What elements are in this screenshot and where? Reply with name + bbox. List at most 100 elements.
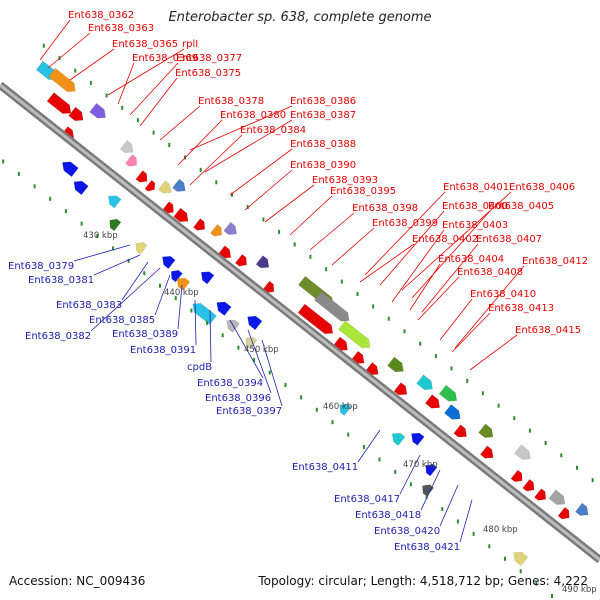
tick-dot-inner-750 bbox=[551, 594, 553, 598]
gene-label-forward: Ent638_0398 bbox=[352, 203, 418, 214]
leader-line-fwd bbox=[391, 229, 445, 303]
gene-label-forward: Ent638_0363 bbox=[88, 23, 154, 34]
tick-dot-outer-310 bbox=[278, 229, 281, 234]
gene-label-reverse: Ent638_0396 bbox=[205, 393, 271, 404]
gene-feature-23 bbox=[297, 303, 334, 335]
gene-label-forward: Ent638_0413 bbox=[488, 303, 554, 314]
tick-dot-inner-130 bbox=[64, 209, 67, 214]
tick-dot-outer-410 bbox=[356, 292, 359, 296]
gene-feature-6 bbox=[119, 140, 134, 153]
gene-label-reverse: Ent638_0418 bbox=[355, 510, 421, 521]
leader-line-fwd bbox=[439, 298, 473, 341]
tick-dot-inner-470 bbox=[331, 420, 334, 425]
tick-dot-inner-430 bbox=[300, 395, 303, 400]
gene-feature-24 bbox=[338, 320, 371, 349]
tick-dot-outer-390 bbox=[340, 279, 343, 284]
tick-dot-inner-150 bbox=[80, 221, 83, 226]
gene-label-forward: Ent638_0410 bbox=[470, 289, 536, 300]
tick-dot-inner-650 bbox=[472, 531, 475, 536]
gene-label-forward: Ent638_0387 bbox=[290, 110, 356, 121]
gene-feature-54 bbox=[216, 301, 232, 316]
backbone-inner bbox=[0, 83, 600, 562]
gene-label-reverse: Ent638_0379 bbox=[8, 261, 74, 272]
tick-dot-outer-670 bbox=[560, 453, 563, 458]
kbp-tick-label: 430 kbp bbox=[83, 231, 118, 241]
gene-feature-2 bbox=[46, 92, 72, 114]
gene-label-reverse: Ent638_0389 bbox=[112, 329, 178, 340]
gene-feature-13 bbox=[173, 207, 189, 222]
gene-label-forward: Ent638_0400 bbox=[442, 201, 508, 212]
leader-line-rev bbox=[439, 484, 459, 527]
accession-label: Accession: NC_009436 bbox=[9, 574, 146, 588]
tick-dot-inner-350 bbox=[237, 345, 240, 350]
kbp-tick-label: 490 kbp bbox=[562, 585, 597, 595]
tick-dot-inner-610 bbox=[441, 507, 444, 512]
gene-label-reverse: Ent638_0391 bbox=[130, 345, 196, 356]
leader-line-fwd bbox=[401, 191, 512, 291]
tick-dot-outer-170 bbox=[168, 143, 171, 147]
tick-dot-inner-590 bbox=[425, 494, 428, 499]
gene-label-forward: Ent638_0393 bbox=[312, 175, 378, 186]
genome-info-label: Topology: circular; Length: 4,518,712 bp… bbox=[258, 574, 588, 588]
gene-label-reverse: Ent638_0421 bbox=[394, 542, 460, 553]
gene-label-forward: Ent638_0407 bbox=[476, 234, 542, 245]
gene-feature-19 bbox=[255, 255, 270, 269]
gene-feature-60 bbox=[411, 432, 425, 446]
gene-feature-38 bbox=[510, 469, 523, 483]
gene-label-reverse: Ent638_0382 bbox=[25, 331, 91, 342]
gene-label-forward: Ent638_0362 bbox=[68, 10, 134, 21]
leader-line-fwd bbox=[177, 119, 223, 166]
leader-line-rev bbox=[90, 267, 161, 332]
gene-label-forward: Ent638_0415 bbox=[515, 325, 581, 336]
gene-label-forward: Ent638_0378 bbox=[198, 96, 264, 107]
kbp-tick-label: 480 kbp bbox=[483, 525, 518, 535]
leader-line-fwd bbox=[359, 243, 415, 283]
gene-feature-59 bbox=[391, 432, 406, 446]
leader-line-fwd bbox=[264, 184, 315, 223]
gene-feature-36 bbox=[480, 445, 494, 459]
leader-line-fwd bbox=[331, 227, 375, 266]
gene-feature-31 bbox=[424, 394, 440, 409]
gene-feature-30 bbox=[416, 374, 433, 391]
leader-line-fwd bbox=[107, 48, 185, 96]
gene-feature-18 bbox=[235, 254, 247, 267]
gene-label-reverse: Ent638_0381 bbox=[28, 275, 94, 286]
gene-label-forward: Ent638_0403 bbox=[442, 220, 508, 231]
gene-label-reverse: Ent638_0385 bbox=[89, 315, 155, 326]
tick-dot-inner-110 bbox=[49, 196, 52, 201]
tick-dot-inner-730 bbox=[535, 581, 538, 586]
tick-dot-outer-550 bbox=[466, 378, 469, 383]
tick-dot-inner-490 bbox=[347, 432, 350, 437]
leader-line-fwd bbox=[204, 119, 293, 173]
gene-label-forward: Ent638_0369 bbox=[132, 53, 198, 64]
gene-feature-40 bbox=[534, 488, 546, 501]
gene-label-forward: Ent638_0390 bbox=[290, 160, 356, 171]
tick-dot-outer-450 bbox=[387, 316, 390, 321]
gene-feature-37 bbox=[514, 444, 531, 460]
gene-label-reverse: Ent638_0420 bbox=[374, 526, 440, 537]
tick-dot-inner-210 bbox=[127, 258, 130, 263]
gene-feature-46 bbox=[108, 195, 122, 209]
gene-feature-15 bbox=[210, 224, 222, 237]
leader-line-fwd bbox=[189, 105, 293, 151]
gene-label-forward: Ent638_0402 bbox=[412, 234, 478, 245]
tick-dot-inner-70 bbox=[17, 171, 20, 176]
tick-dot-outer-630 bbox=[528, 428, 531, 433]
leader-line-rev bbox=[209, 309, 212, 363]
gene-feature-28 bbox=[387, 356, 404, 373]
gene-feature-55 bbox=[226, 319, 240, 333]
gene-feature-11 bbox=[172, 178, 186, 192]
leader-line-fwd bbox=[454, 265, 525, 349]
leader-line-fwd bbox=[409, 263, 441, 311]
leader-line-rev bbox=[357, 429, 381, 463]
leader-line-fwd bbox=[379, 210, 445, 286]
tick-dot-inner-310 bbox=[206, 320, 209, 325]
tick-dot-outer-150 bbox=[152, 130, 155, 135]
map-title: Enterobacter sp. 638, complete genome bbox=[168, 10, 432, 25]
tick-dot-outer-490 bbox=[419, 341, 422, 346]
gene-feature-45 bbox=[73, 180, 89, 196]
gene-feature-9 bbox=[144, 179, 156, 192]
gene-label-reverse: Ent638_0397 bbox=[216, 406, 282, 417]
gene-label-forward: Ent638_0395 bbox=[330, 186, 396, 197]
tick-dot-inner-710 bbox=[519, 569, 522, 574]
